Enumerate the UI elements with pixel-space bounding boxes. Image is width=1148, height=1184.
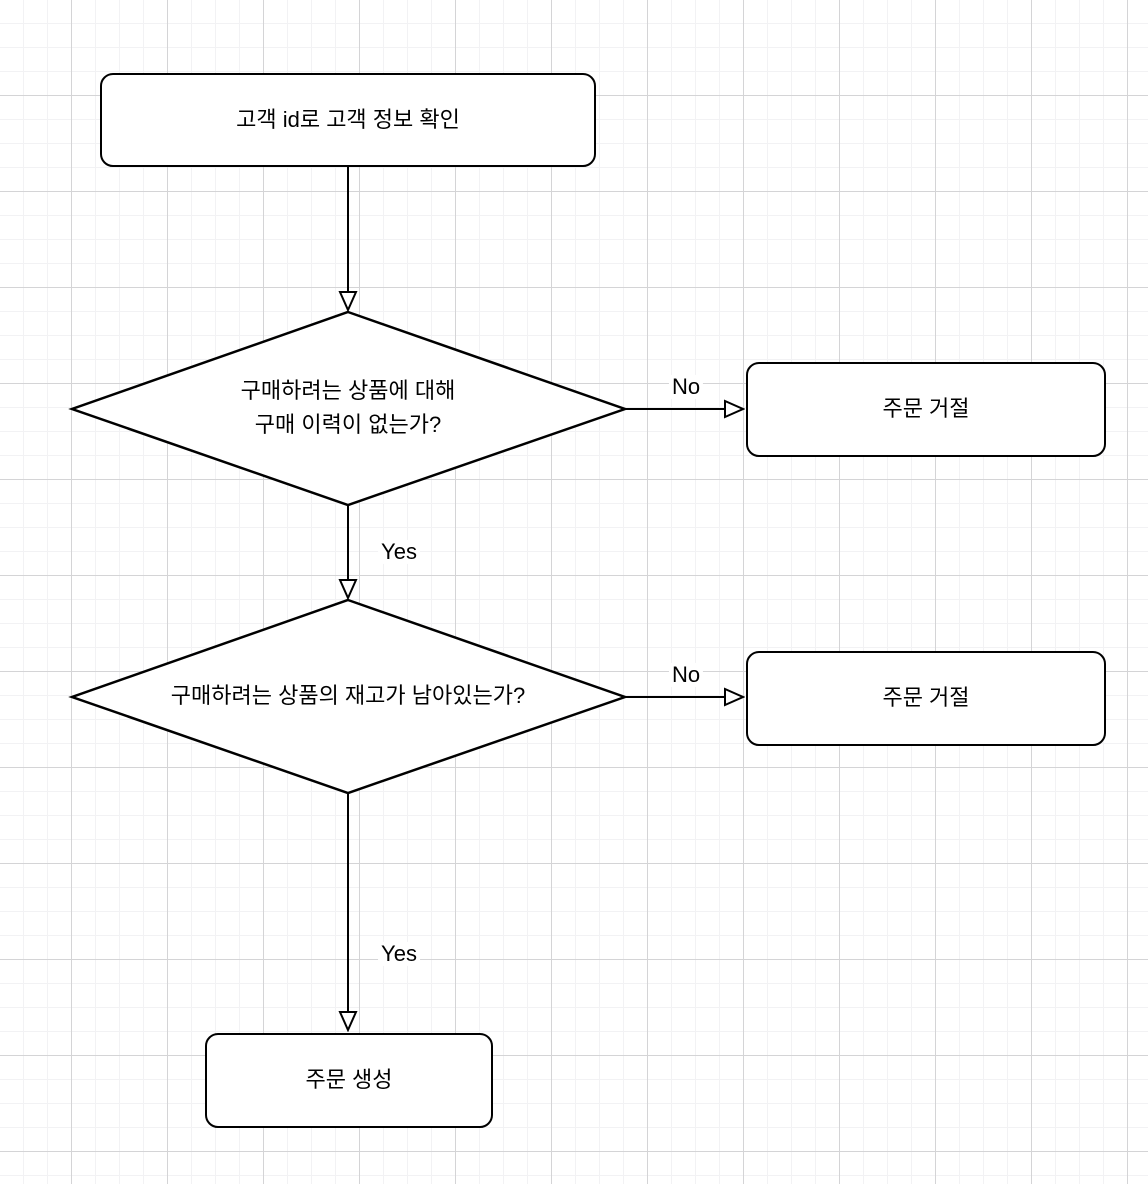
edge-label-history-no: No (668, 374, 704, 400)
edge-label-stock-no: No (668, 662, 704, 688)
node-check-customer-label: 고객 id로 고객 정보 확인 (236, 106, 460, 132)
decision-history-label-line1: 구매하려는 상품에 대해 (240, 378, 456, 403)
node-reject-order-1-label: 주문 거절 (882, 396, 970, 422)
node-create-order-label: 주문 생성 (305, 1067, 393, 1093)
decision-stock-diamond[interactable] (68, 598, 629, 795)
decision-stock-label-line: 구매하려는 상품의 재고가 남아있는가? (170, 683, 526, 708)
edge-label-stock-yes: Yes (378, 941, 420, 967)
decision-stock-label: 구매하려는 상품의 재고가 남아있는가? (171, 679, 525, 713)
edge-label-history-yes: Yes (378, 539, 420, 565)
node-check-customer[interactable]: 고객 id로 고객 정보 확인 (100, 73, 596, 167)
decision-history-label: 구매하려는 상품에 대해 구매 이력이 없는가? (241, 374, 456, 442)
node-reject-order-1[interactable]: 주문 거절 (746, 362, 1106, 457)
node-reject-order-2[interactable]: 주문 거절 (746, 651, 1106, 746)
node-reject-order-2-label: 주문 거절 (882, 685, 970, 711)
decision-history-diamond[interactable] (68, 310, 629, 507)
decision-history-label-line2: 구매 이력이 없는가? (254, 412, 442, 437)
node-create-order[interactable]: 주문 생성 (205, 1033, 493, 1128)
